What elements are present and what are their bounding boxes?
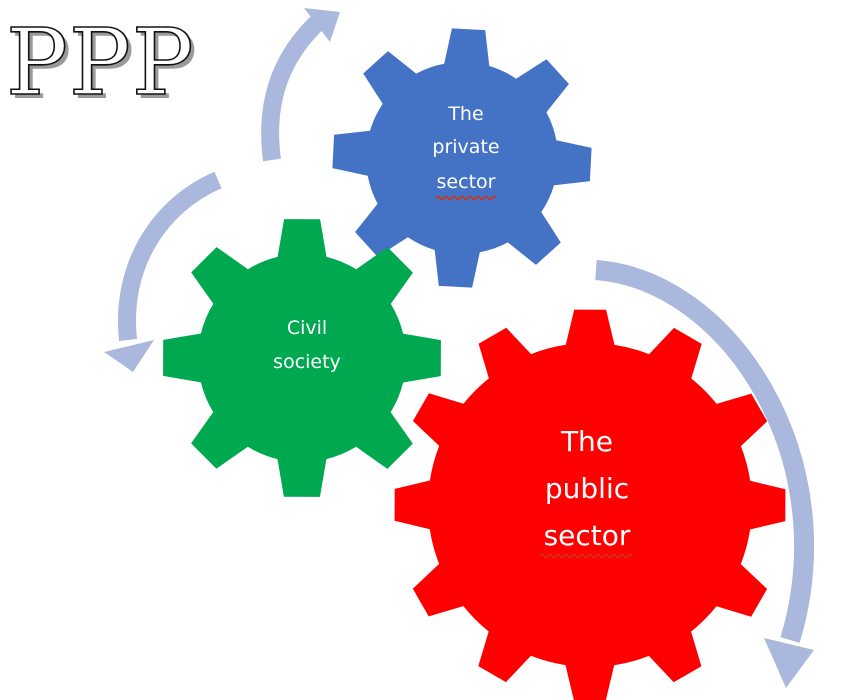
civil-society-label: Civil society [273,317,341,373]
public-sector-line-2: public [545,472,629,505]
title-group: PPP PPP [5,8,199,120]
arrow-to-civil-society [118,171,222,341]
page-title: PPP [6,9,195,116]
public-sector-label: The public sector [539,425,633,559]
civil-society-gear [163,219,441,497]
spellcheck-underline [435,195,497,201]
cycle-arrows [104,8,815,688]
private-sector-line-3: sector [437,171,496,193]
civil-society-line-2: society [273,351,341,373]
private-sector-label: The private sector [432,103,500,201]
arrow-to-public-sector-head [764,638,814,688]
arrow-to-public-sector [595,260,815,643]
spellcheck-underline [539,553,633,559]
arrow-to-private-sector-head [304,8,340,42]
civil-society-line-1: Civil [287,317,327,339]
title-shadow: PPP [10,13,199,120]
arrow-to-private-sector [261,13,327,162]
arrow-to-civil-society-head [104,340,154,372]
public-sector-gear [394,309,786,700]
private-sector-line-2: private [432,136,499,158]
public-sector-line-1: The [560,425,613,458]
public-sector-line-3: sector [544,519,631,552]
private-sector-line-1: The [447,103,483,125]
private-sector-gear [332,28,592,288]
